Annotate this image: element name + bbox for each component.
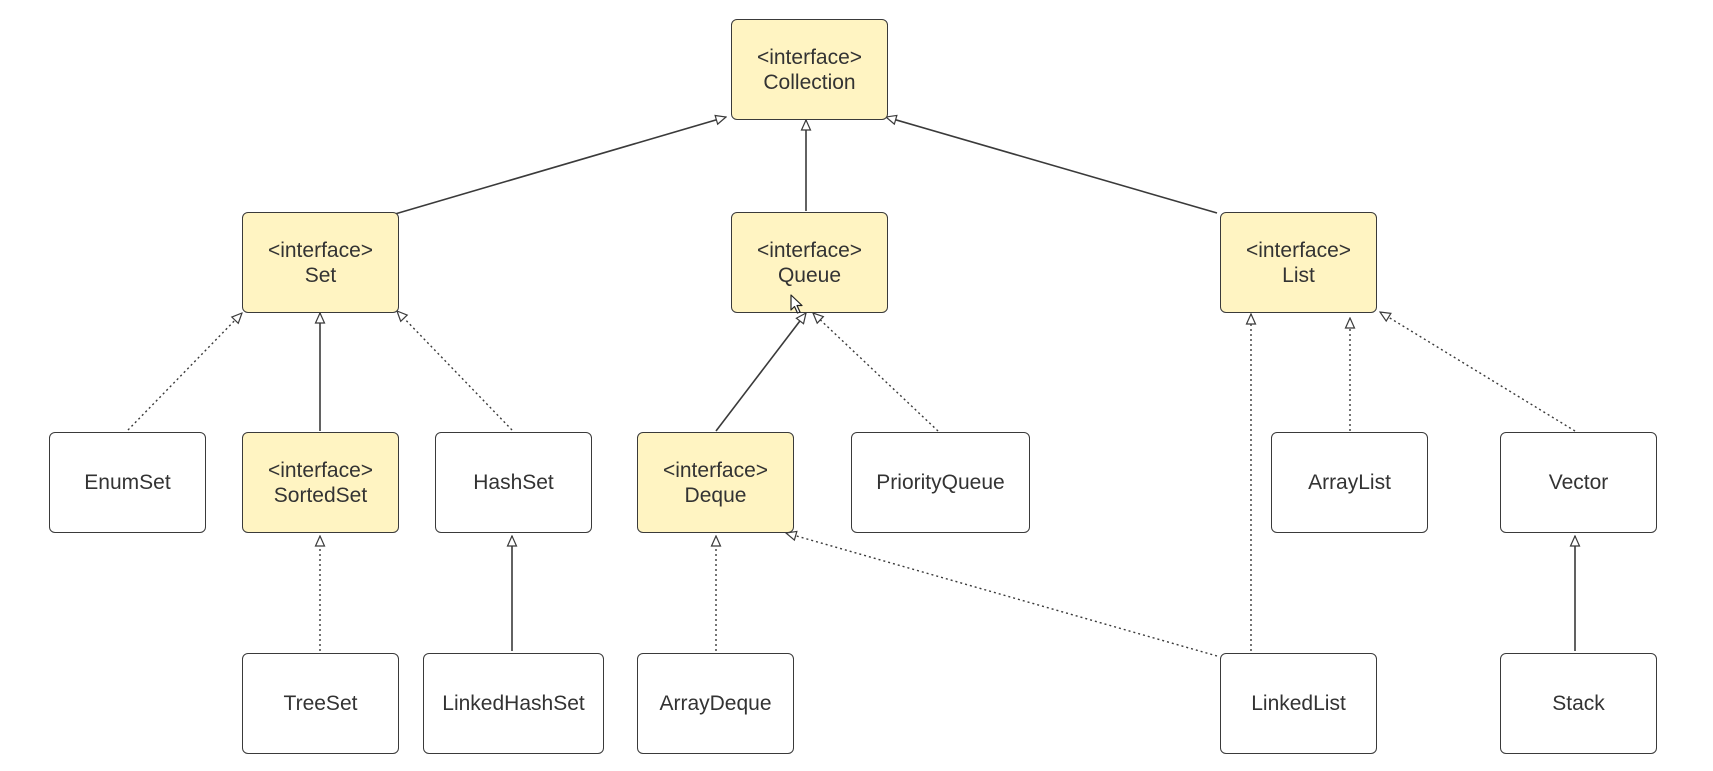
node-priorityqueue-label: PriorityQueue <box>876 471 1005 494</box>
node-linkedhashset[interactable]: LinkedHashSet <box>423 653 604 754</box>
node-linkedlist[interactable]: LinkedList <box>1220 653 1377 754</box>
node-linkedlist-label: LinkedList <box>1251 692 1346 715</box>
node-set[interactable]: <interface> Set <box>242 212 399 313</box>
node-set-label: Set <box>304 263 337 287</box>
node-deque-stereotype: <interface> <box>662 458 769 482</box>
node-arraylist-label: ArrayList <box>1308 471 1391 494</box>
node-enumset[interactable]: EnumSet <box>49 432 206 533</box>
node-priorityqueue[interactable]: PriorityQueue <box>851 432 1030 533</box>
node-queue-stereotype: <interface> <box>756 238 863 262</box>
node-collection-label: Collection <box>763 70 856 94</box>
edge-priorityqueue-to-queue <box>813 313 939 432</box>
node-sortedset[interactable]: <interface> SortedSet <box>242 432 399 533</box>
node-set-stereotype: <interface> <box>267 238 374 262</box>
node-treeset-label: TreeSet <box>283 692 358 715</box>
node-list-stereotype: <interface> <box>1245 238 1352 262</box>
node-arraydeque-label: ArrayDeque <box>659 692 772 715</box>
node-treeset[interactable]: TreeSet <box>242 653 399 754</box>
edge-linkedlist-to-deque <box>786 533 1218 657</box>
edge-set-to-collection <box>394 117 726 215</box>
node-queue[interactable]: <interface> Queue <box>731 212 888 313</box>
node-arraylist[interactable]: ArrayList <box>1271 432 1428 533</box>
node-queue-label: Queue <box>777 263 842 287</box>
node-vector-label: Vector <box>1548 471 1609 494</box>
node-collection[interactable]: <interface> Collection <box>731 19 888 120</box>
edge-hashset-to-set <box>397 311 513 431</box>
node-stack[interactable]: Stack <box>1500 653 1657 754</box>
node-hashset[interactable]: HashSet <box>435 432 592 533</box>
node-stack-label: Stack <box>1552 692 1605 715</box>
node-list[interactable]: <interface> List <box>1220 212 1377 313</box>
node-list-label: List <box>1282 263 1315 287</box>
node-deque[interactable]: <interface> Deque <box>637 432 794 533</box>
node-sortedset-label: SortedSet <box>273 483 368 507</box>
node-linkedhashset-label: LinkedHashSet <box>442 692 585 715</box>
node-collection-stereotype: <interface> <box>756 45 863 69</box>
node-deque-label: Deque <box>684 483 747 507</box>
node-enumset-label: EnumSet <box>84 471 171 494</box>
edge-list-to-collection <box>886 117 1218 214</box>
edge-deque-to-queue <box>715 313 806 432</box>
edge-enumset-to-set <box>127 313 242 431</box>
node-arraydeque[interactable]: ArrayDeque <box>637 653 794 754</box>
node-vector[interactable]: Vector <box>1500 432 1657 533</box>
node-hashset-label: HashSet <box>473 471 554 494</box>
node-sortedset-stereotype: <interface> <box>267 458 374 482</box>
edge-vector-to-list <box>1380 312 1576 432</box>
